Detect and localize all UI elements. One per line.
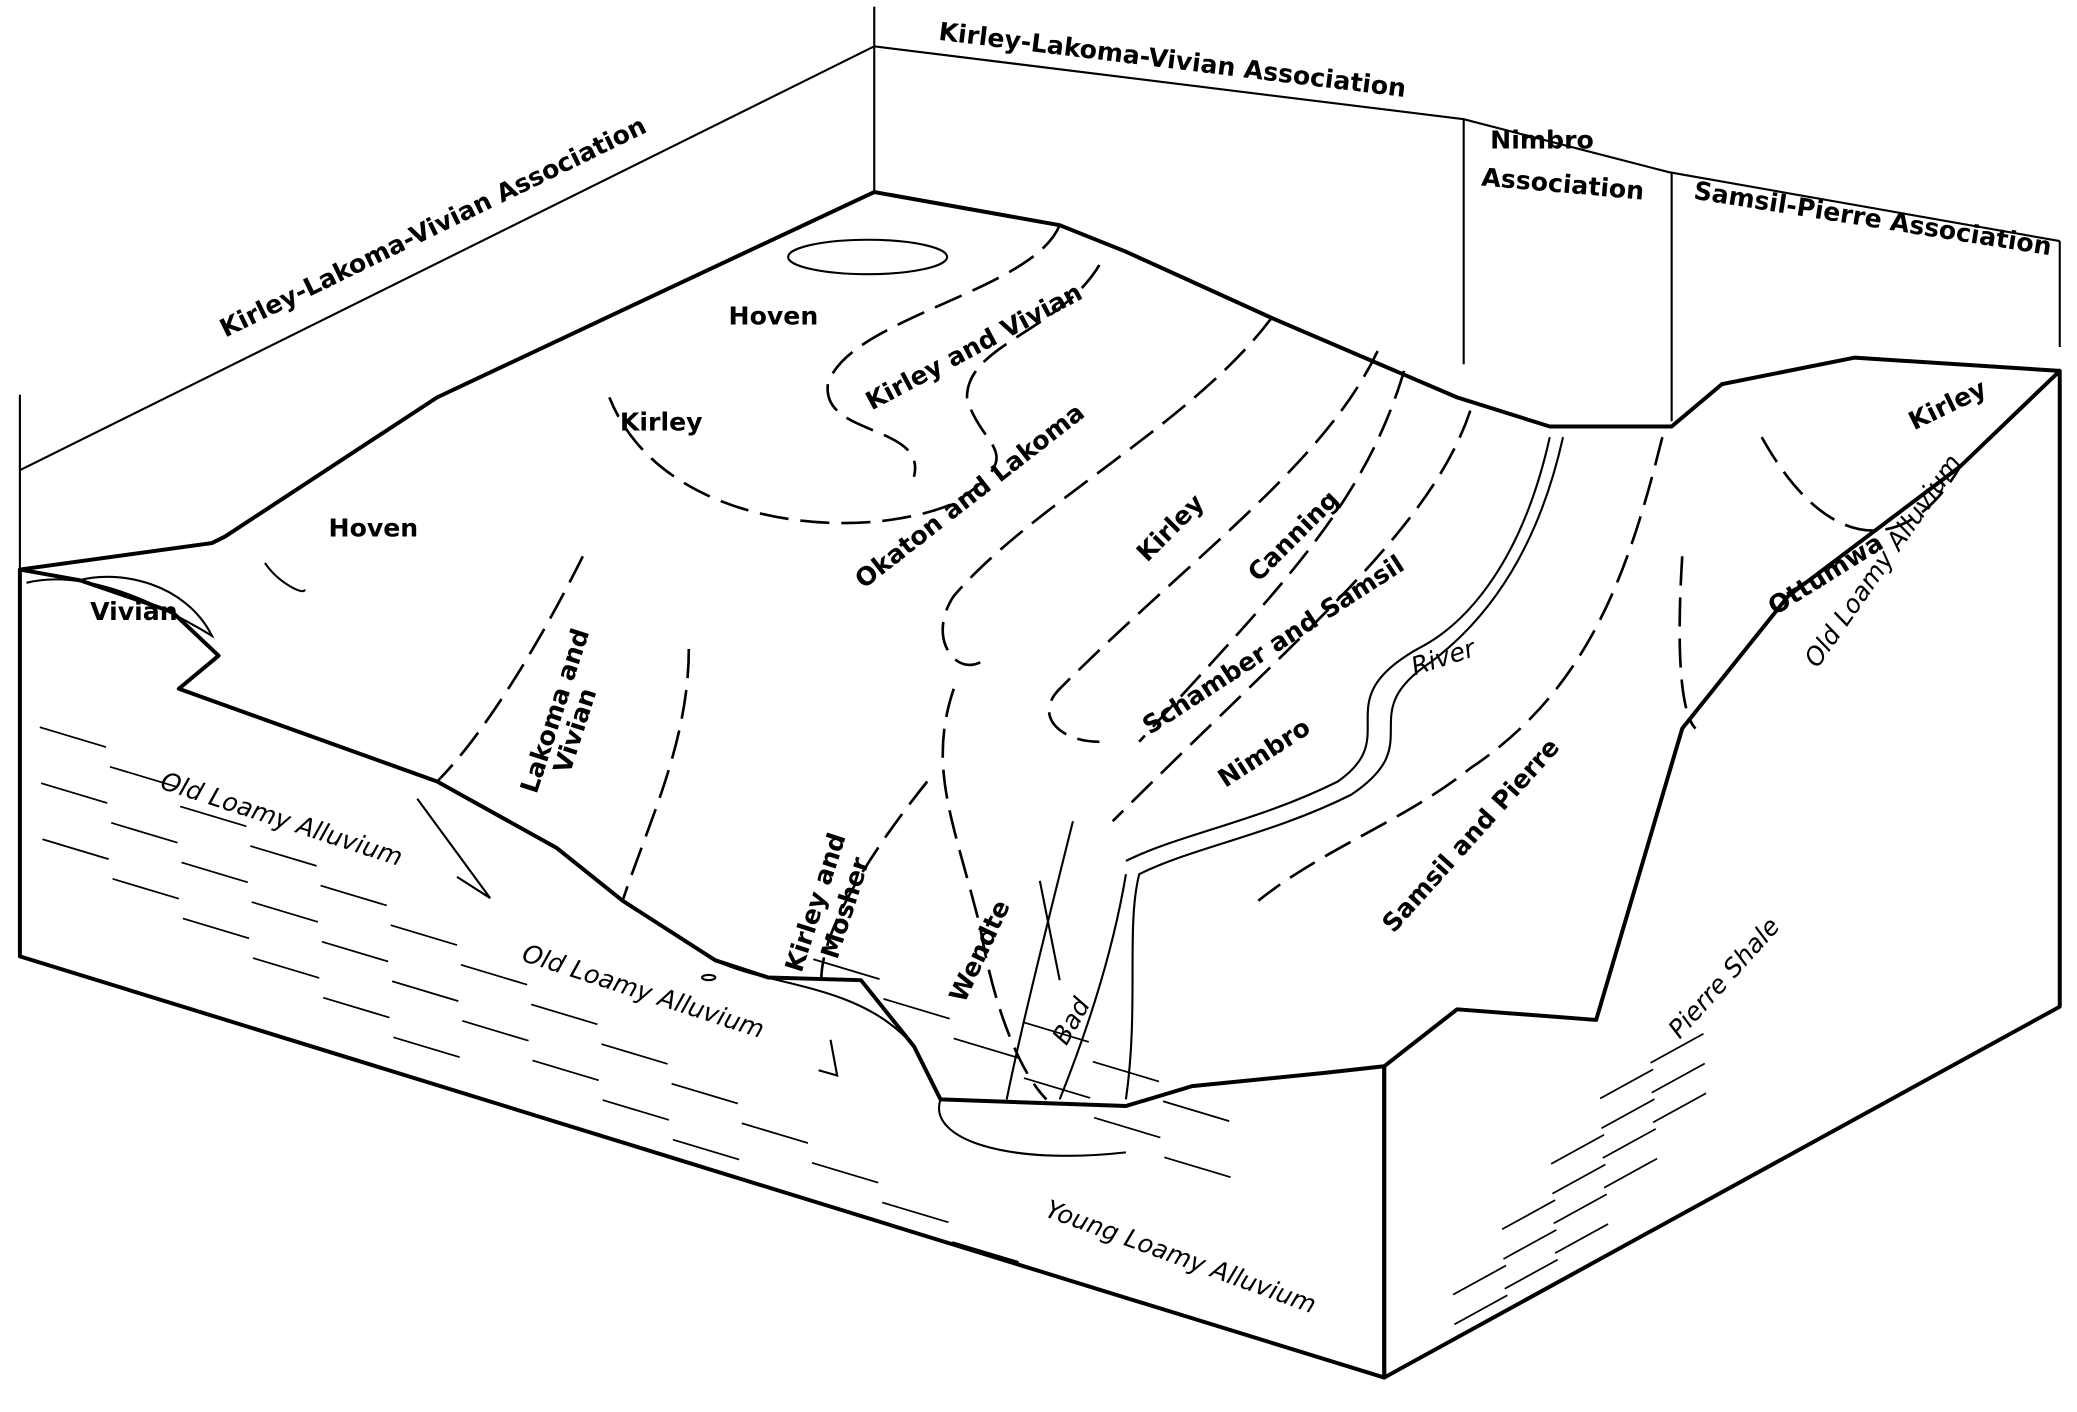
association-labels: Kirley-Lakoma-Vivian Association Kirley-… — [215, 17, 2054, 343]
hatch-line — [1503, 1229, 1557, 1260]
soil-label-hoven-left: Hoven — [329, 513, 419, 542]
hatch-line — [462, 1020, 529, 1042]
hatch-line — [1022, 1021, 1090, 1043]
soil-label-kirley-center: Kirley — [1131, 488, 1210, 567]
hatch-line — [813, 958, 880, 980]
association-brackets — [18, 6, 2061, 570]
hatch-line — [952, 1241, 1019, 1263]
hatch-line — [1652, 1092, 1707, 1124]
hatch-line — [112, 878, 180, 900]
hatch-line — [1550, 1134, 1605, 1165]
hatch-line — [321, 940, 389, 963]
hatch-line — [251, 901, 319, 923]
shale-hatching — [39, 726, 1707, 1326]
soil-label-canning: Canning — [1242, 485, 1344, 587]
hatch-line — [532, 1059, 599, 1082]
hatch-line — [1651, 1062, 1706, 1094]
soil-label-wendte: Wendte — [943, 896, 1015, 1007]
association-label-middle: Kirley-Lakoma-Vivian Association — [937, 17, 1408, 103]
soil-label-hoven-top: Hoven — [729, 302, 819, 331]
hatch-line — [672, 1138, 740, 1161]
hatch-line — [1501, 1199, 1556, 1231]
soil-labels: Hoven Kirley and Vivian Kirley Hoven Viv… — [90, 277, 1991, 1006]
soil-label-kirley-vivian: Kirley and Vivian — [861, 277, 1087, 416]
hatch-line — [1093, 1116, 1161, 1139]
hatch-line — [1164, 1156, 1231, 1178]
hatch-line — [39, 726, 107, 748]
hatch-line — [1552, 1163, 1606, 1195]
feature-label-river: River — [1408, 633, 1481, 681]
material-label-young-alluvium: Young Loamy Alluvium — [1042, 1194, 1320, 1319]
soil-label-kirley-left: Kirley — [620, 407, 703, 436]
hatch-line — [109, 765, 177, 788]
soil-label-samsil-pierre: Samsil and Pierre — [1376, 733, 1565, 938]
hatch-line — [322, 996, 390, 1019]
hatch-line — [671, 1082, 739, 1105]
soil-label-kirley-right: Kirley — [1904, 374, 1991, 436]
hatch-line — [182, 917, 250, 940]
hatch-line — [1454, 1294, 1508, 1326]
hatch-line — [391, 980, 459, 1002]
hatch-line — [179, 805, 247, 828]
hatch-line — [390, 924, 458, 946]
hatch-line — [250, 845, 317, 867]
hatch-line — [602, 1099, 670, 1121]
hatch-line — [741, 1122, 809, 1144]
hatch-line — [40, 782, 108, 804]
hatch-line — [42, 838, 109, 860]
hatch-line — [252, 957, 320, 979]
material-label-pierre-shale: Pierre Shale — [1663, 912, 1786, 1044]
terrain-lines — [26, 224, 1962, 1157]
material-label-old-alluvium-center: Old Loamy Alluvium — [519, 938, 768, 1044]
hatch-line — [1092, 1060, 1160, 1083]
hatch-line — [881, 1201, 949, 1224]
soil-label-okaton-lakoma: Okaton and Lakoma — [849, 398, 1089, 595]
association-label-samsil-pierre: Samsil-Pierre Association — [1692, 176, 2054, 261]
hatch-line — [601, 1043, 668, 1065]
hatch-line — [1553, 1193, 1608, 1225]
hatch-line — [1452, 1264, 1507, 1296]
hatch-line — [530, 1003, 598, 1026]
hatch-line — [1504, 1258, 1559, 1290]
hatch-line — [1162, 1100, 1230, 1122]
hatch-line — [1554, 1223, 1609, 1254]
hatch-line — [742, 1178, 810, 1200]
hatch-line — [111, 822, 178, 844]
hatch-line — [883, 998, 951, 1020]
association-label-nimbro-2: Association — [1480, 163, 1645, 206]
association-label-nimbro-1: Nimbro — [1490, 125, 1594, 154]
hatch-line — [393, 1036, 460, 1058]
soil-label-vivian: Vivian — [90, 597, 178, 626]
hatch-line — [953, 1037, 1021, 1060]
hatch-line — [181, 861, 248, 884]
hatch-line — [1602, 1128, 1657, 1159]
soil-label-nimbro: Nimbro — [1213, 712, 1316, 793]
hatch-line — [320, 884, 388, 907]
hatch-line — [1601, 1098, 1655, 1130]
block-outline — [17, 190, 2062, 1380]
hatch-line — [460, 963, 528, 986]
hatch-line — [1023, 1077, 1091, 1099]
material-labels: River Bad Old Loamy Alluvium Old Loamy A… — [157, 449, 1967, 1319]
hatch-line — [1603, 1157, 1658, 1189]
hatch-line — [1650, 1033, 1704, 1064]
hatch-line — [811, 1162, 879, 1184]
association-label-left: Kirley-Lakoma-Vivian Association — [215, 111, 651, 343]
hatch-line — [1599, 1068, 1654, 1100]
